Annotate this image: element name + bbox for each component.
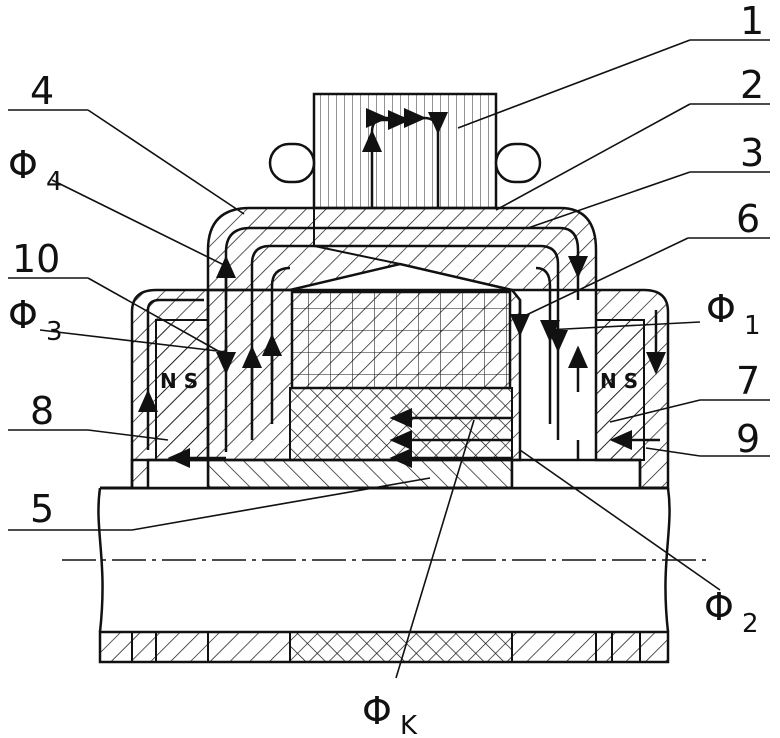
svg-text:Φ: Φ bbox=[8, 143, 38, 187]
svg-text:3: 3 bbox=[46, 317, 63, 347]
flux-label-phi3: Φ 3 bbox=[8, 293, 63, 347]
label-2: 2 bbox=[740, 63, 764, 107]
right-magnet-poles: N S bbox=[600, 369, 638, 393]
shaft bbox=[62, 486, 712, 633]
sensor-1 bbox=[268, 92, 542, 210]
svg-text:K: K bbox=[400, 711, 418, 738]
svg-text:Φ: Φ bbox=[8, 293, 38, 337]
leader-lines bbox=[8, 39, 770, 679]
svg-text:4: 4 bbox=[46, 167, 63, 197]
flux-label-phik: Φ K bbox=[362, 689, 418, 738]
label-10: 10 bbox=[12, 237, 60, 281]
svg-text:Φ: Φ bbox=[706, 287, 736, 331]
svg-text:Φ: Φ bbox=[704, 585, 734, 629]
svg-text:2: 2 bbox=[742, 609, 759, 639]
coil-6 bbox=[290, 290, 512, 390]
label-6: 6 bbox=[736, 197, 760, 241]
label-8: 8 bbox=[30, 389, 54, 433]
label-3: 3 bbox=[740, 131, 764, 175]
label-7: 7 bbox=[736, 359, 760, 403]
flux-label-phi4: Φ 4 bbox=[8, 143, 63, 197]
flux-label-phi1: Φ 1 bbox=[706, 287, 761, 341]
left-magnet-poles: N S bbox=[160, 369, 198, 393]
label-9: 9 bbox=[736, 417, 760, 461]
svg-text:Φ: Φ bbox=[362, 689, 392, 733]
flux-lines bbox=[138, 107, 666, 468]
yoke bbox=[206, 206, 598, 292]
svg-text:1: 1 bbox=[744, 311, 761, 341]
sleeve-5 bbox=[130, 458, 642, 490]
lower-section bbox=[98, 630, 670, 664]
label-5: 5 bbox=[30, 487, 54, 531]
flux-label-phi2: Φ 2 bbox=[704, 585, 759, 639]
label-1: 1 bbox=[740, 0, 764, 43]
label-4: 4 bbox=[30, 69, 54, 113]
